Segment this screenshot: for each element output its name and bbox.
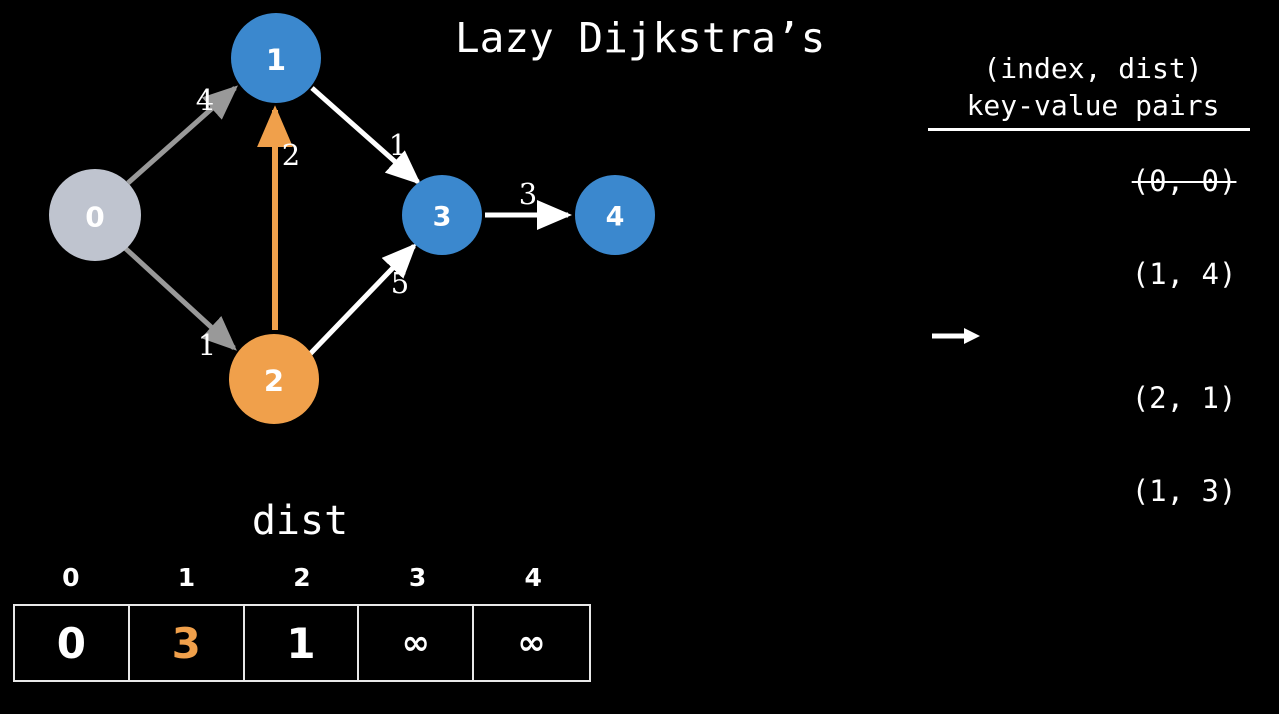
graph-node-0[interactable]: 0 bbox=[49, 169, 141, 261]
pq-entry[interactable]: (0, 0) bbox=[992, 135, 1258, 228]
pq-entry[interactable]: (2, 1) bbox=[932, 321, 1258, 445]
priority-queue-panel: (index, dist) key-value pairs (0, 0) (1,… bbox=[928, 50, 1258, 538]
edge-weight-2-1: 2 bbox=[282, 138, 300, 172]
dist-index-cell: 0 bbox=[62, 563, 80, 592]
dist-index-cell: 3 bbox=[408, 563, 427, 592]
graph-node-4[interactable]: 4 bbox=[575, 175, 655, 255]
pq-entry-text: (2, 1) bbox=[1131, 381, 1237, 415]
graph-visualization: 4 1 1 2 5 3 0 1 2 3 4 bbox=[49, 13, 655, 424]
edge-0-1 bbox=[126, 85, 238, 185]
svg-text:1: 1 bbox=[266, 43, 286, 77]
dist-value-cell: ∞ bbox=[359, 606, 475, 680]
svg-text:2: 2 bbox=[264, 364, 284, 398]
graph-node-1[interactable]: 1 bbox=[231, 13, 321, 103]
pq-divider bbox=[928, 128, 1250, 131]
edge-1-3 bbox=[310, 86, 421, 185]
pq-entry-text: (1, 3) bbox=[1131, 474, 1237, 508]
svg-text:0: 0 bbox=[85, 201, 104, 234]
dist-index-cell: 4 bbox=[524, 563, 542, 592]
edge-weight-3-4: 3 bbox=[519, 177, 537, 211]
edge-weight-1-3: 1 bbox=[389, 128, 407, 162]
edge-weight-0-1: 4 bbox=[196, 83, 214, 117]
pq-entry-text: (1, 4) bbox=[1131, 257, 1237, 291]
dist-value-cell: 3 bbox=[130, 606, 245, 680]
dist-table-caption: dist bbox=[251, 498, 349, 544]
pq-header-line2: key-value pairs bbox=[966, 89, 1220, 122]
edge-weight-0-2: 1 bbox=[198, 328, 216, 362]
dist-table: 0 3 1 ∞ ∞ bbox=[13, 604, 591, 682]
dist-index-cell: 2 bbox=[293, 563, 311, 592]
pq-entry-list: (0, 0) (1, 4) (2, 1) (1, 3) bbox=[928, 135, 1258, 538]
edge-2-3 bbox=[308, 243, 417, 356]
dist-value-cell: ∞ bbox=[517, 623, 546, 663]
arrow-right-icon bbox=[932, 328, 980, 344]
edge-0-2 bbox=[123, 246, 237, 351]
pq-entry[interactable]: (1, 3) bbox=[992, 445, 1258, 538]
page-title: Lazy Dijkstra’s bbox=[455, 14, 826, 62]
edge-weight-2-3: 5 bbox=[391, 266, 409, 300]
pq-entry-text: (0, 0) bbox=[1131, 164, 1237, 198]
svg-text:3: 3 bbox=[433, 202, 452, 233]
pq-header-line1: (index, dist) bbox=[983, 52, 1203, 85]
dist-index-cell: 1 bbox=[177, 563, 196, 592]
pq-entry[interactable]: (1, 4) bbox=[992, 228, 1258, 321]
svg-text:4: 4 bbox=[606, 202, 625, 233]
graph-node-2[interactable]: 2 bbox=[229, 334, 319, 424]
graph-node-3[interactable]: 3 bbox=[402, 175, 482, 255]
dist-value-cell: 1 bbox=[245, 606, 360, 680]
dist-value-cell: 0 bbox=[15, 606, 130, 680]
dist-index-header: 0 1 2 3 4 bbox=[13, 563, 591, 592]
